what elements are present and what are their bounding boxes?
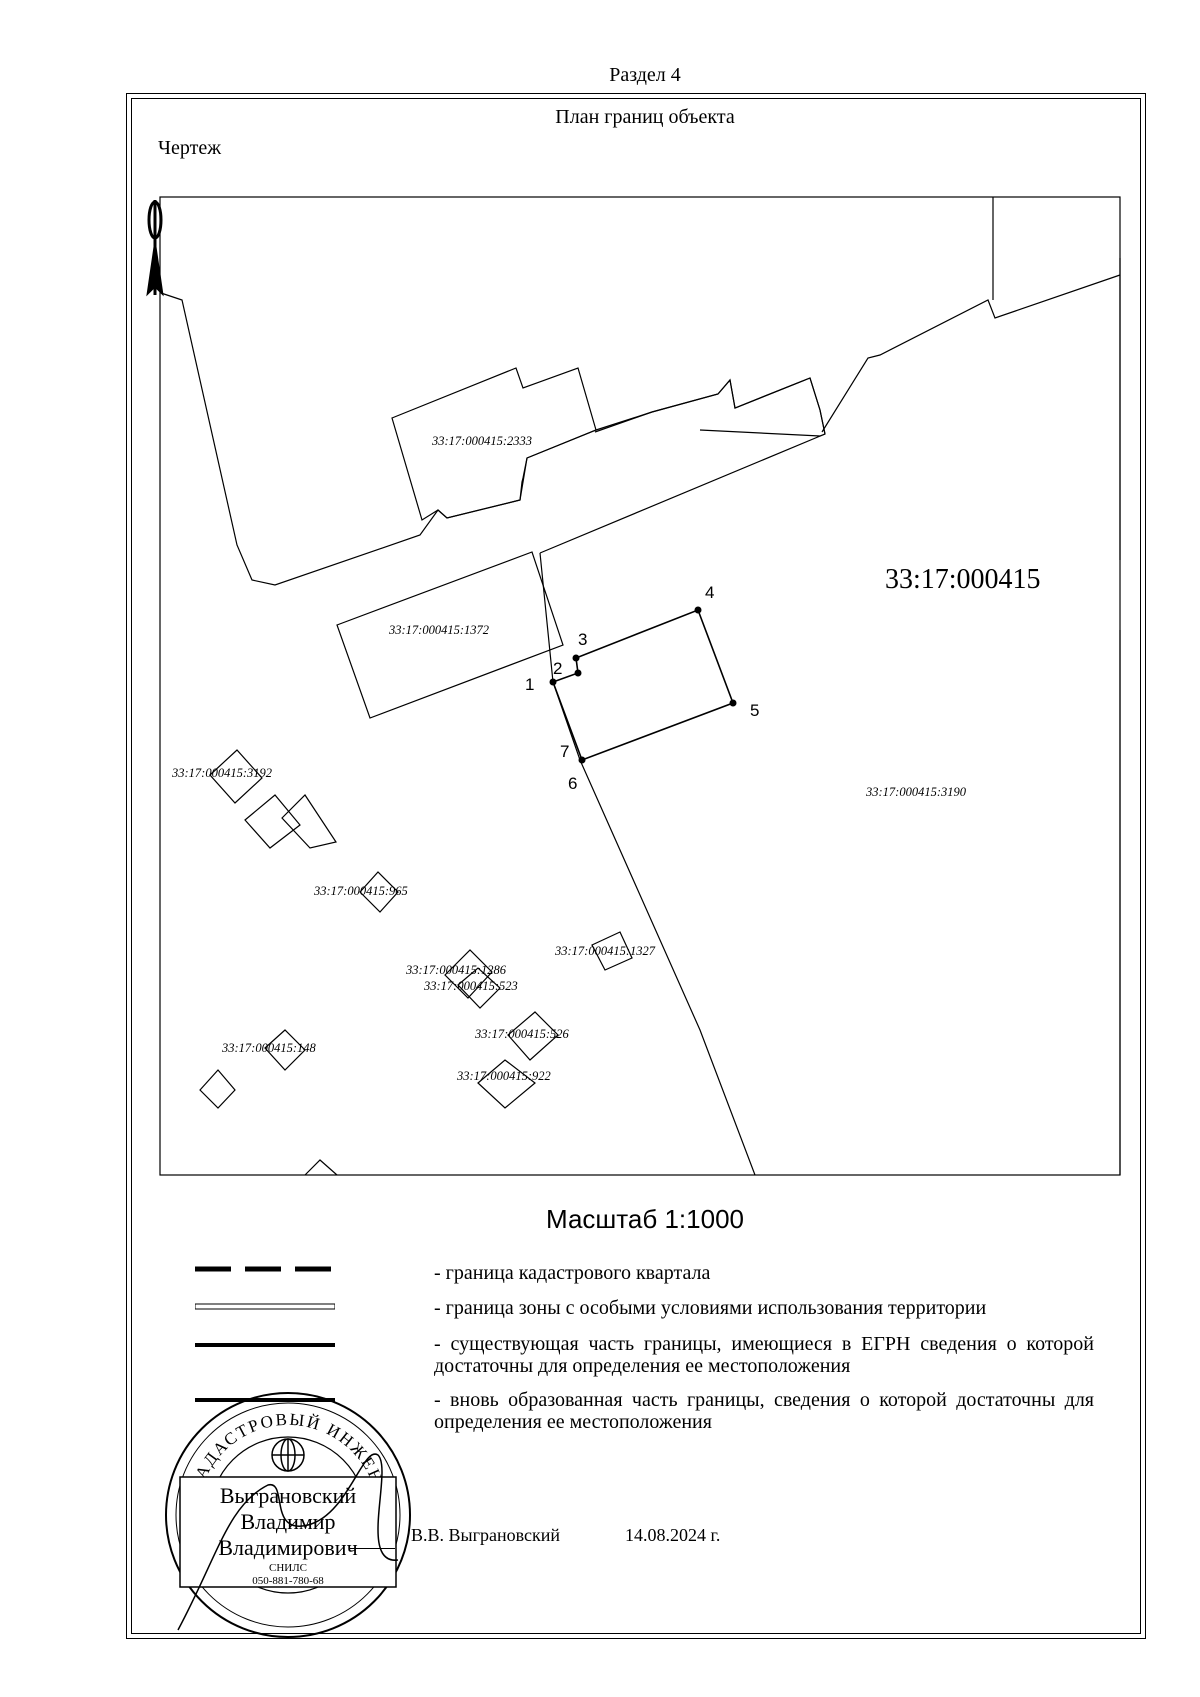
parcel-strip (594, 377, 826, 435)
parcel-523-shape (457, 967, 501, 1009)
point-label-4: 4 (705, 583, 714, 602)
parcel-label-3192: 33:17:000415:3192 (171, 766, 272, 780)
signer-name: В.В. Выграновский (411, 1525, 561, 1545)
legend-text-zone-boundary: - граница зоны с особыми условиями испол… (434, 1297, 987, 1319)
parcel-1327-shape (591, 931, 633, 971)
quarter-number: 33:17:000415 (885, 564, 1041, 595)
map-frame (159, 196, 1121, 1176)
point-label-6: 6 (568, 774, 577, 793)
parcel-label-922: 33:17:000415:922 (456, 1069, 551, 1083)
page-frame-inner (131, 98, 1141, 1634)
boundary-vertices (549, 606, 737, 764)
signature-line (350, 1548, 395, 1549)
parcel-label-965: 33:17:000415:965 (313, 884, 408, 898)
parcel-boundary-north-edge (539, 433, 826, 554)
parcel-label-1286: 33:17:000415:1286 (405, 963, 507, 977)
parcel-label-526: 33:17:000415:526 (474, 1027, 569, 1041)
parcel-148-shape (264, 1029, 306, 1071)
parcel-label-2333: 33:17:000415:2333 (431, 434, 532, 448)
parcel-1286-shape (444, 949, 493, 999)
section-number: Раздел 4 (609, 64, 681, 86)
north-arrow-icon (146, 200, 164, 297)
parcel-1372-shape (336, 551, 564, 719)
quarter-boundary-line (539, 552, 756, 1176)
parcel-label-1327: 33:17:000415:1327 (554, 944, 656, 958)
engineer-seal: КАДАСТРОВЫЙ ИНЖЕНЕР Выграновский Владими… (165, 1392, 411, 1638)
seal-name-line1: Выграновский (220, 1483, 357, 1508)
seal-name-line3: Владимирович (218, 1535, 357, 1560)
drawing-label: Чертеж (158, 137, 222, 159)
parcel-526-shape (507, 1011, 559, 1061)
signature-scribble (177, 1453, 399, 1631)
signature-date: 14.08.2024 г. (625, 1525, 721, 1545)
plan-title: План границ объекта (555, 106, 735, 128)
legend-symbol-existing-boundary (195, 1343, 335, 1347)
page-frame-outer (126, 93, 1146, 1639)
legend-symbol-quarter-boundary (195, 1266, 335, 1272)
parcel-3192-shape (209, 749, 263, 804)
point-label-2: 2 (553, 659, 562, 678)
seal-snils-label: СНИЛС (269, 1562, 307, 1574)
seal-snils: 050-881-780-68 (252, 1575, 324, 1587)
legend-symbol-zone-boundary (195, 1303, 335, 1310)
seal-name-line2: Владимир (240, 1509, 335, 1534)
parcel-label-3190: 33:17:000415:3190 (865, 785, 967, 799)
legend-text-new-boundary: - вновь образованная часть границы, свед… (434, 1389, 1094, 1433)
point-label-3: 3 (578, 630, 587, 649)
point-label-5: 5 (750, 701, 759, 720)
globe-icon (271, 1438, 305, 1472)
point-label-7: 7 (560, 742, 569, 761)
parcel-965-shape (359, 871, 399, 913)
parcel-label-148: 33:17:000415:148 (221, 1041, 316, 1055)
parcel-2333-shape (391, 367, 597, 521)
legend-text-existing-boundary: - существующая часть границы, имеющиеся … (434, 1333, 1094, 1377)
legend-text-quarter-boundary: - граница кадастрового квартала (434, 1262, 711, 1284)
scale-label: Масштаб 1:1000 (546, 1204, 744, 1234)
legend-symbol-new-boundary (195, 1398, 335, 1402)
parcel-label-523: 33:17:000415:523 (423, 979, 518, 993)
parcel-label-1372: 33:17:000415:1372 (388, 623, 489, 637)
parcel-922-shape (477, 1059, 536, 1109)
point-label-1: 1 (525, 675, 534, 694)
